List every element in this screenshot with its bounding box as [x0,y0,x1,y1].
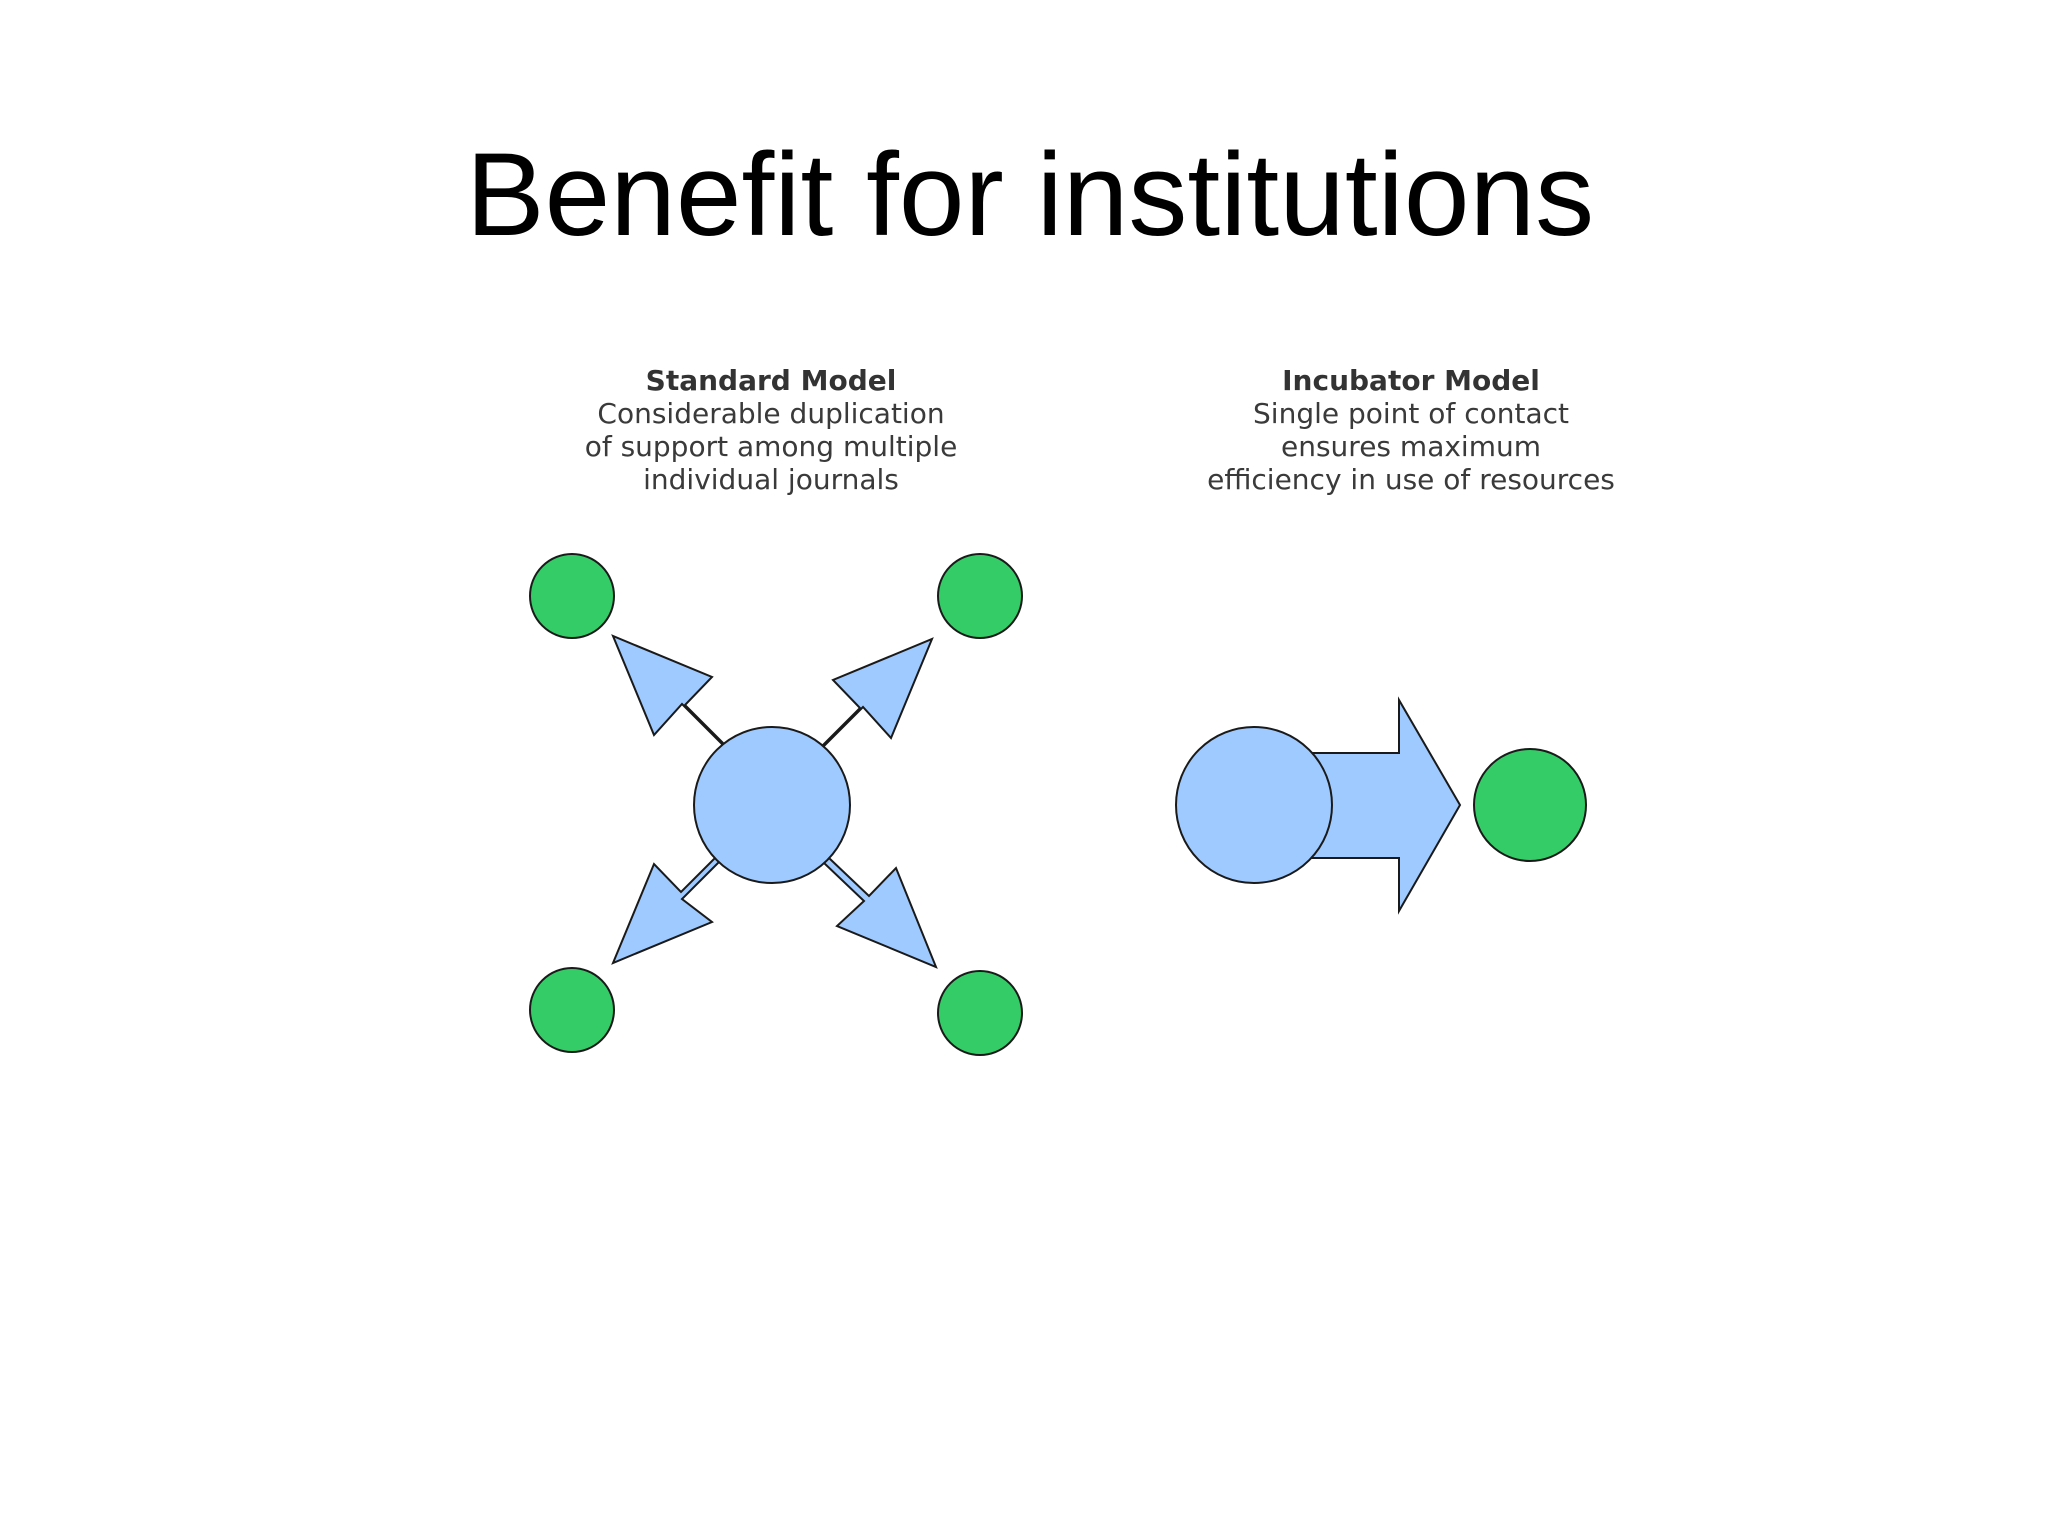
arrow-top-right [814,637,934,754]
standard-model-line-1: Considerable duplication [597,397,945,430]
incubator-model-caption: Incubator Model Single point of contact … [1181,364,1641,496]
incubator-model-diagram [1175,696,1587,915]
standard-model-line-2: of support among multiple [584,430,958,463]
arrow-bottom-right [822,856,938,969]
arrow-bottom-left [611,850,726,965]
journal-circle-bottom-left [529,967,615,1053]
incubator-journal-circle [1473,748,1587,862]
slide-title: Benefit for institutions [465,129,1595,261]
incubator-model-line-1: Single point of contact [1253,397,1569,430]
standard-model-caption: Standard Model Considerable duplication … [541,364,1001,496]
standard-hub-circle [693,726,851,884]
standard-model-diagram [529,553,1023,1056]
standard-model-title: Standard Model [645,364,897,397]
incubator-hub-circle [1175,726,1333,884]
incubator-model-line-3: efficiency in use of resources [1207,463,1615,496]
incubator-model-title: Incubator Model [1282,364,1540,397]
journal-circle-top-right [937,553,1023,639]
journal-circle-top-left [529,553,615,639]
arrow-top-left [611,634,731,751]
incubator-model-line-2: ensures maximum [1281,430,1541,463]
standard-model-line-3: individual journals [643,463,899,496]
journal-circle-bottom-right [937,970,1023,1056]
